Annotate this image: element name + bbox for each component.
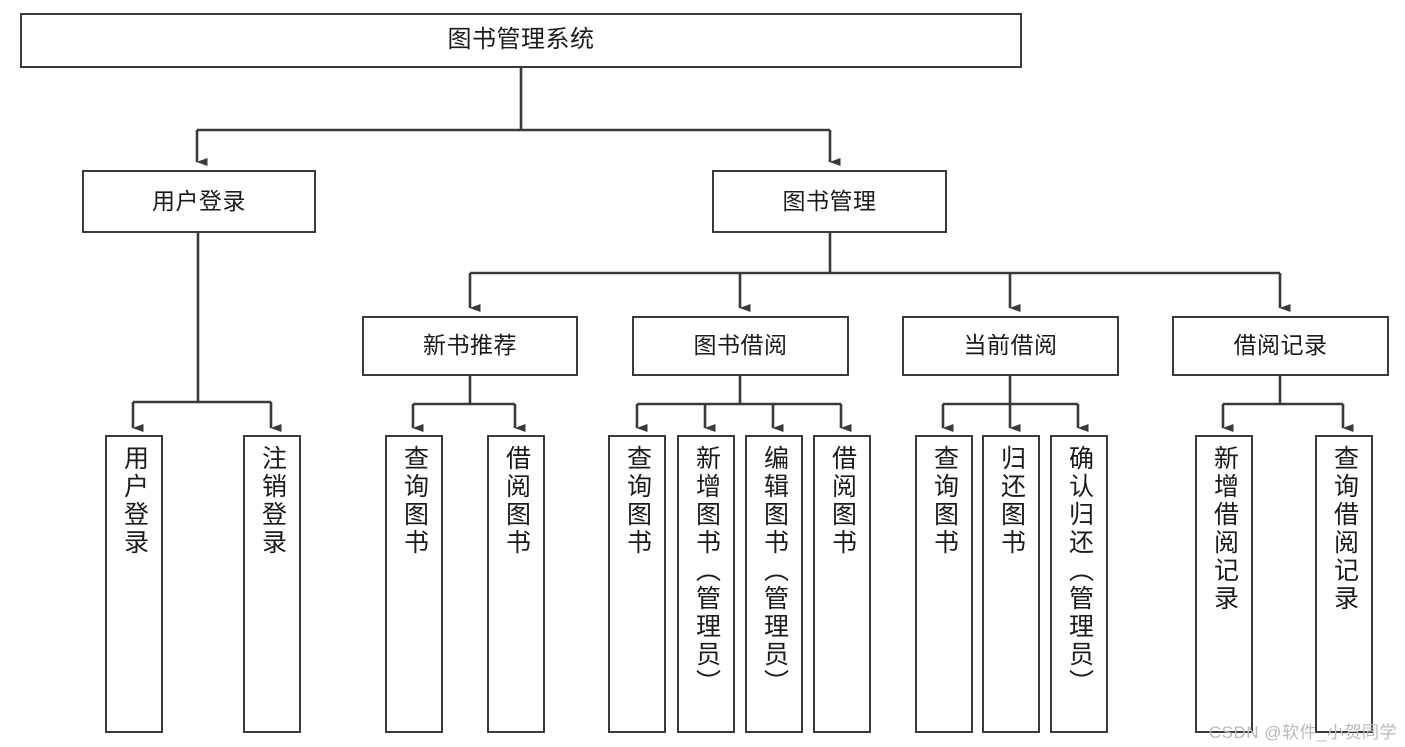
watermark: CSDN @软件_小贺同学 bbox=[1208, 723, 1397, 742]
node-label: 借阅图书 bbox=[502, 445, 531, 557]
node-label: 用户登录 bbox=[152, 187, 246, 214]
leaf-borrow-book-recommend[interactable]: 借阅图书 bbox=[487, 435, 545, 733]
node-label: 新增图书（管理员） bbox=[692, 445, 721, 697]
node-label: 新增借阅记录 bbox=[1210, 445, 1239, 613]
node-label: 当前借阅 bbox=[963, 332, 1058, 359]
node-label: 借阅图书 bbox=[828, 445, 857, 557]
node-label: 查询图书 bbox=[400, 445, 429, 557]
leaf-query-book-recommend[interactable]: 查询图书 bbox=[385, 435, 443, 733]
leaf-query-book-current[interactable]: 查询图书 bbox=[915, 435, 973, 733]
leaf-query-borrow-record[interactable]: 查询借阅记录 bbox=[1315, 435, 1373, 733]
leaf-add-book-admin[interactable]: 新增图书（管理员） bbox=[677, 435, 735, 733]
node-label: 确认归还（管理员） bbox=[1065, 445, 1094, 697]
leaf-query-book-borrow[interactable]: 查询图书 bbox=[608, 435, 666, 733]
leaf-user-login[interactable]: 用户登录 bbox=[105, 435, 163, 733]
node-label: 图书管理系统 bbox=[447, 26, 595, 54]
leaf-confirm-return-admin[interactable]: 确认归还（管理员） bbox=[1050, 435, 1108, 733]
node-label: 归还图书 bbox=[997, 445, 1026, 557]
leaf-add-borrow-record[interactable]: 新增借阅记录 bbox=[1195, 435, 1253, 733]
node-user-login[interactable]: 用户登录 bbox=[82, 170, 316, 233]
node-label: 用户登录 bbox=[120, 445, 149, 557]
leaf-borrow-book[interactable]: 借阅图书 bbox=[813, 435, 871, 733]
node-book-borrow[interactable]: 图书借阅 bbox=[632, 316, 849, 376]
node-label: 新书推荐 bbox=[423, 332, 517, 359]
node-label: 查询图书 bbox=[623, 445, 652, 557]
node-label: 图书借阅 bbox=[693, 332, 788, 359]
node-root-system[interactable]: 图书管理系统 bbox=[20, 13, 1022, 68]
leaf-logout[interactable]: 注销登录 bbox=[243, 435, 301, 733]
node-label: 查询图书 bbox=[930, 445, 959, 557]
node-borrow-record[interactable]: 借阅记录 bbox=[1172, 316, 1389, 376]
leaf-return-book[interactable]: 归还图书 bbox=[982, 435, 1040, 733]
node-label: 图书管理 bbox=[782, 187, 877, 214]
node-label: 查询借阅记录 bbox=[1330, 445, 1359, 613]
node-label: 编辑图书（管理员） bbox=[760, 445, 789, 697]
node-new-book-recommend[interactable]: 新书推荐 bbox=[362, 316, 578, 376]
node-label: 借阅记录 bbox=[1233, 332, 1328, 359]
node-current-borrow[interactable]: 当前借阅 bbox=[902, 316, 1119, 376]
node-label: 注销登录 bbox=[258, 445, 287, 557]
leaf-edit-book-admin[interactable]: 编辑图书（管理员） bbox=[745, 435, 803, 733]
node-book-management[interactable]: 图书管理 bbox=[712, 170, 947, 233]
